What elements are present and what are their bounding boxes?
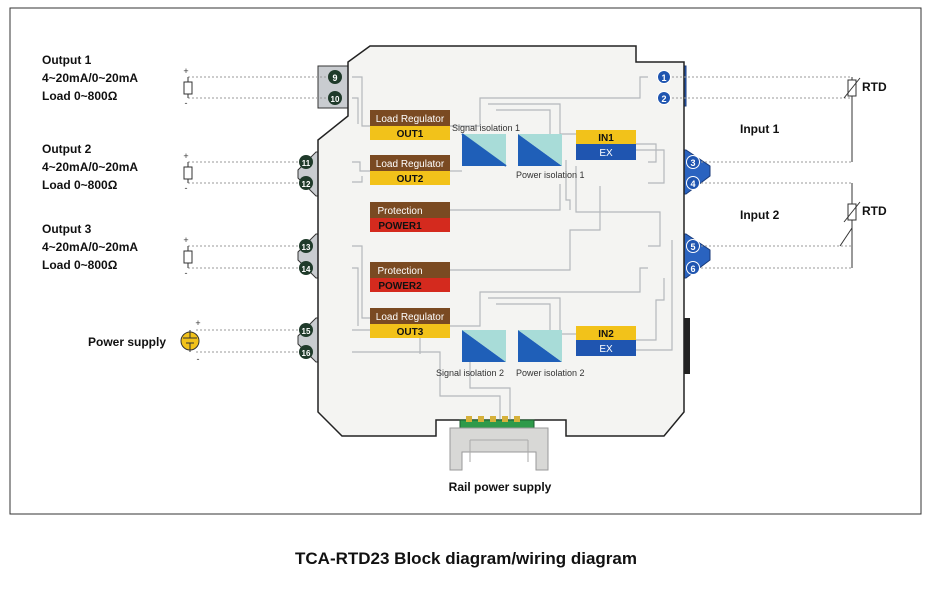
- svg-text:IN2: IN2: [598, 329, 614, 340]
- svg-text:4~20mA/0~20mA: 4~20mA/0~20mA: [42, 71, 138, 85]
- terminal-2: 2: [657, 91, 671, 105]
- signal-isolation-1: [461, 133, 507, 167]
- rtd-sensor-2: [839, 183, 861, 268]
- svg-text:-: -: [185, 183, 188, 193]
- svg-text:6: 6: [690, 264, 695, 274]
- svg-text:16: 16: [302, 349, 311, 358]
- svg-text:13: 13: [302, 243, 311, 252]
- svg-text:Output 1: Output 1: [42, 53, 92, 67]
- input1-label: Input 1: [740, 122, 780, 136]
- svg-text:12: 12: [302, 180, 311, 189]
- svg-text:Output 3: Output 3: [42, 222, 92, 236]
- terminal-6: 6: [686, 261, 700, 275]
- power-supply-symbol: + -: [180, 318, 201, 364]
- svg-text:EX: EX: [599, 344, 613, 355]
- diagram-frame: [9, 7, 922, 515]
- svg-text:Load 0~800Ω: Load 0~800Ω: [42, 178, 118, 192]
- svg-text:-: -: [185, 268, 188, 278]
- svg-text:Protection: Protection: [377, 266, 422, 277]
- svg-text:IN1: IN1: [598, 133, 614, 144]
- power-isolation-2: [518, 330, 562, 362]
- svg-text:OUT2: OUT2: [397, 174, 424, 185]
- power-supply-label: Power supply: [88, 335, 166, 349]
- svg-text:Load Regulator: Load Regulator: [376, 159, 445, 170]
- svg-text:+: +: [183, 235, 188, 245]
- left-field-wiring: [188, 76, 326, 353]
- terminal-9: 9: [328, 70, 342, 84]
- power-isolation-1-label: Power isolation 1: [516, 170, 585, 180]
- terminal-3: 3: [686, 155, 700, 169]
- diagram-caption: TCA-RTD23 Block diagram/wiring diagram: [295, 549, 637, 568]
- load-regulator-out1: Load Regulator OUT1: [370, 110, 450, 140]
- svg-text:Load Regulator: Load Regulator: [376, 114, 445, 125]
- signal-isolation-1-label: Signal isolation 1: [452, 123, 520, 133]
- terminal-13: 13: [299, 239, 313, 253]
- svg-text:Load Regulator: Load Regulator: [376, 312, 445, 323]
- rtd-label-1: RTD: [862, 80, 887, 94]
- output1-label: Output 1 4~20mA/0~20mA Load 0~800Ω: [42, 53, 138, 103]
- svg-text:11: 11: [302, 159, 311, 168]
- terminal-14: 14: [299, 261, 313, 275]
- protection-power2: Protection POWER2: [370, 262, 450, 292]
- svg-text:3: 3: [690, 158, 695, 168]
- housing-clip: [684, 318, 690, 374]
- output1-load-symbol: + -: [183, 66, 193, 108]
- rail-power-supply-label: Rail power supply: [449, 480, 552, 494]
- svg-text:4~20mA/0~20mA: 4~20mA/0~20mA: [42, 240, 138, 254]
- svg-text:+: +: [183, 151, 188, 161]
- terminal-1: 1: [657, 70, 671, 84]
- internal-wiring: [352, 76, 673, 420]
- svg-text:Load 0~800Ω: Load 0~800Ω: [42, 258, 118, 272]
- load-regulator-out3: Load Regulator OUT3: [370, 308, 450, 338]
- output3-label: Output 3 4~20mA/0~20mA Load 0~800Ω: [42, 222, 138, 272]
- svg-text:+: +: [183, 66, 188, 76]
- right-field-wiring: [672, 76, 852, 269]
- output3-load-symbol: + -: [183, 235, 193, 278]
- signal-isolation-2-label: Signal isolation 2: [436, 368, 504, 378]
- in2-ex-block: IN2 EX: [576, 326, 636, 356]
- svg-text:POWER1: POWER1: [378, 221, 422, 232]
- rail-power-connector: [449, 416, 549, 471]
- terminal-5: 5: [686, 239, 700, 253]
- load-regulator-out2: Load Regulator OUT2: [370, 155, 450, 185]
- svg-text:10: 10: [331, 95, 340, 104]
- svg-text:4: 4: [690, 179, 695, 189]
- left-terminals: 9 10 11 12 13 14 15 16: [299, 70, 342, 359]
- protection-power1: Protection POWER1: [370, 202, 450, 232]
- svg-text:OUT3: OUT3: [397, 327, 424, 338]
- terminal-4: 4: [686, 176, 700, 190]
- svg-text:15: 15: [302, 327, 311, 336]
- terminal-16: 16: [299, 345, 313, 359]
- svg-text:5: 5: [690, 242, 695, 252]
- rtd-sensor-1: [843, 77, 861, 162]
- output2-label: Output 2 4~20mA/0~20mA Load 0~800Ω: [42, 142, 138, 192]
- svg-text:-: -: [185, 98, 188, 108]
- svg-text:-: -: [197, 354, 200, 364]
- svg-text:POWER2: POWER2: [378, 281, 422, 292]
- terminal-11: 11: [299, 155, 313, 169]
- svg-text:+: +: [195, 318, 200, 328]
- svg-text:2: 2: [661, 94, 666, 104]
- power-isolation-2-label: Power isolation 2: [516, 368, 585, 378]
- svg-text:EX: EX: [599, 148, 613, 159]
- in1-ex-block: IN1 EX: [576, 130, 636, 160]
- svg-text:Protection: Protection: [377, 206, 422, 217]
- right-terminals: 1 2 3 4 5 6: [657, 70, 700, 275]
- svg-text:4~20mA/0~20mA: 4~20mA/0~20mA: [42, 160, 138, 174]
- output2-load-symbol: + -: [183, 151, 193, 193]
- rtd-label-2: RTD: [862, 204, 887, 218]
- svg-text:Output 2: Output 2: [42, 142, 92, 156]
- terminal-10: 10: [328, 91, 342, 105]
- power-isolation-1: [518, 134, 562, 166]
- terminal-12: 12: [299, 176, 313, 190]
- signal-isolation-2: [462, 330, 506, 362]
- svg-text:1: 1: [661, 73, 666, 83]
- input2-label: Input 2: [740, 208, 780, 222]
- terminal-15: 15: [299, 323, 313, 337]
- svg-text:OUT1: OUT1: [397, 129, 424, 140]
- svg-text:Load 0~800Ω: Load 0~800Ω: [42, 89, 118, 103]
- svg-text:9: 9: [332, 73, 337, 83]
- svg-text:14: 14: [302, 265, 311, 274]
